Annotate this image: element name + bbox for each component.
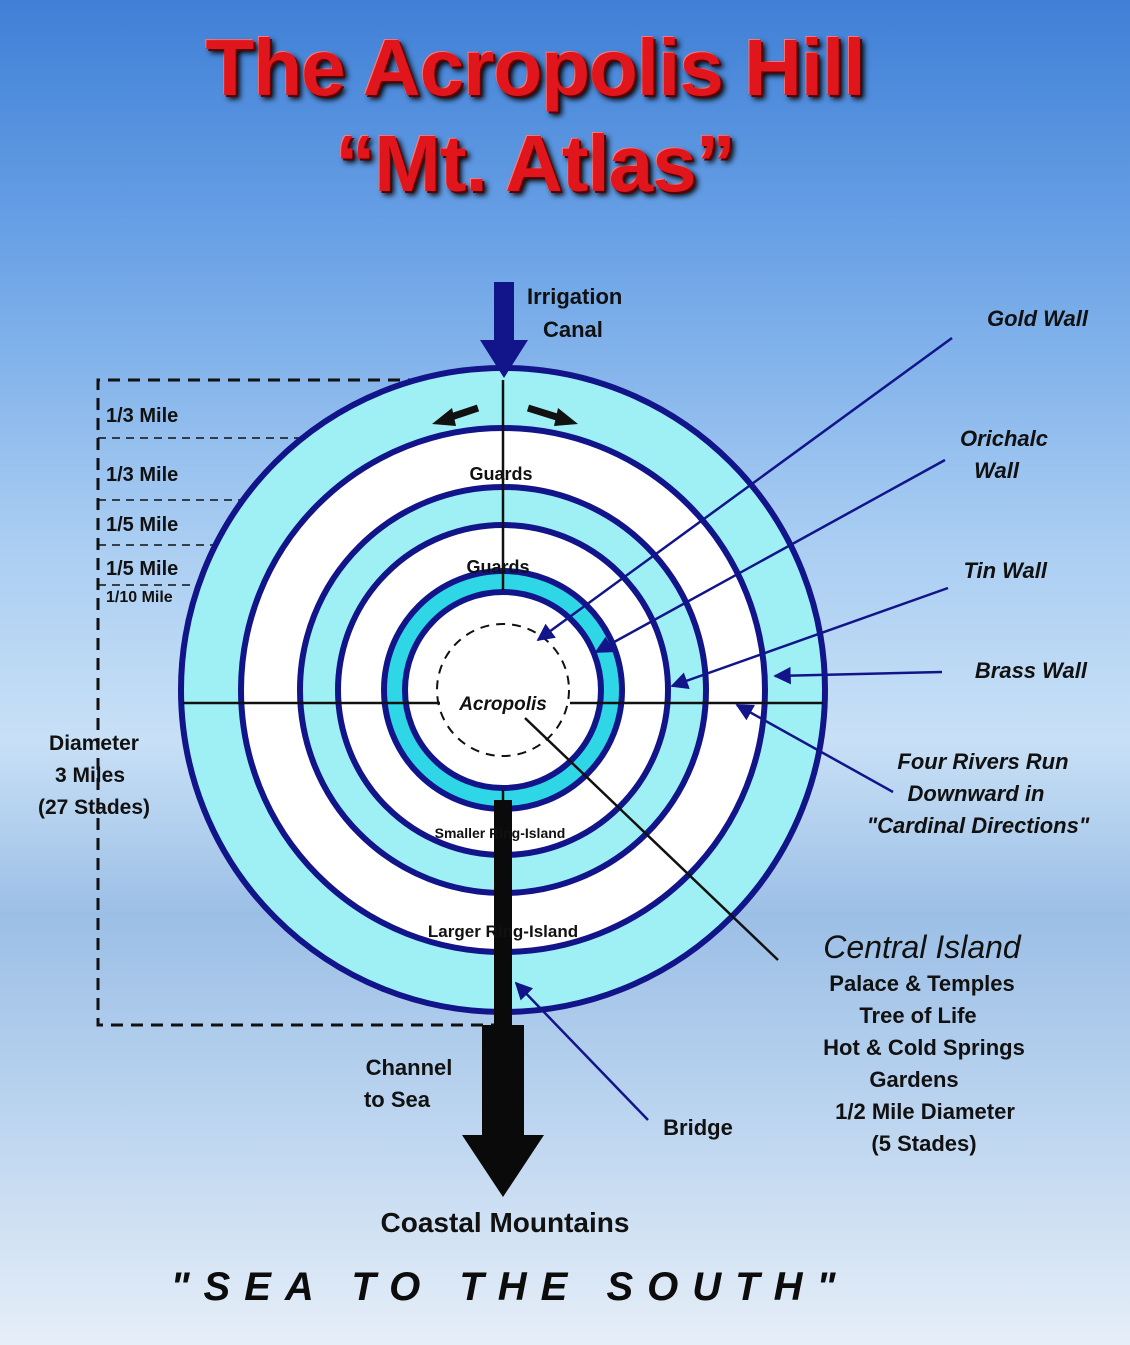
orichalc-label-1: Orichalc [960, 426, 1048, 451]
central-island-line-5: 1/2 Mile Diameter [835, 1099, 1015, 1124]
diameter-label-3: (27 Stades) [38, 796, 150, 819]
diameter-label-2: 3 Miles [55, 764, 125, 787]
guards-inner-label: Guards [466, 557, 529, 577]
gold-wall-label: Gold Wall [987, 306, 1089, 331]
irrigation-label-2: Canal [543, 317, 603, 342]
irrigation-label-1: Irrigation [527, 284, 622, 309]
guards-outer-label: Guards [469, 464, 532, 484]
bridge-label: Bridge [663, 1115, 733, 1140]
central-island-line-4: Gardens [869, 1067, 958, 1092]
title-line-1: The Acropolis Hill [205, 23, 865, 112]
central-island-line-1: Palace & Temples [829, 971, 1014, 996]
orichalc-wall-pointer [594, 458, 946, 654]
footer-caption: "SEA TO THE SOUTH" [170, 1265, 850, 1309]
title-line-2: “Mt. Atlas” [335, 119, 735, 208]
brass-wall-pointer [773, 666, 943, 685]
flow-arrow-right-icon [526, 404, 578, 426]
south-channel-band [494, 800, 512, 1030]
coastal-mountains-label: Coastal Mountains [381, 1207, 630, 1238]
bridge-pointer [514, 981, 649, 1121]
acropolis-dashed-circle [436, 623, 570, 757]
smaller-ring-label: Smaller Ring-Island [435, 825, 566, 841]
scale-dashed-box [96, 378, 500, 1027]
rivers-label-2: Downward in [908, 781, 1045, 806]
pointer-lines [514, 336, 953, 1121]
diameter-label-1: Diameter [49, 732, 139, 755]
central-island-line-3: Hot & Cold Springs [823, 1035, 1025, 1060]
gold-wall-pointer [536, 336, 953, 642]
rivers-label-1: Four Rivers Run [897, 749, 1068, 774]
scale-label-3: 1/5 Mile [106, 514, 178, 536]
flow-arrow-left-icon [432, 404, 480, 426]
tin-wall-label: Tin Wall [963, 558, 1047, 583]
central-island-title: Central Island [823, 929, 1022, 965]
tin-wall-pointer [670, 586, 949, 689]
central-island-line-2: Tree of Life [859, 1003, 976, 1028]
central-island-line-6: (5 Stades) [871, 1131, 976, 1156]
channel-label-1: Channel [366, 1055, 453, 1080]
brass-wall-label: Brass Wall [975, 658, 1088, 683]
rivers-pointer [735, 703, 894, 794]
acropolis-label: Acropolis [458, 694, 547, 715]
scale-label-1: 1/3 Mile [106, 405, 178, 427]
larger-ring-label: Larger Ring-Island [428, 922, 578, 941]
scale-label-2: 1/3 Mile [106, 464, 178, 486]
channel-label-2: to Sea [364, 1087, 431, 1112]
irrigation-canal-arrow [480, 282, 528, 378]
scale-label-4: 1/5 Mile [106, 558, 178, 580]
rivers-label-3: "Cardinal Directions" [867, 813, 1090, 838]
orichalc-label-2: Wall [974, 458, 1020, 483]
central-island-disc [402, 589, 604, 791]
scale-label-5: 1/10 Mile [106, 589, 173, 606]
channel-to-sea-arrow [462, 1025, 544, 1197]
central-island-pointer [524, 717, 779, 961]
